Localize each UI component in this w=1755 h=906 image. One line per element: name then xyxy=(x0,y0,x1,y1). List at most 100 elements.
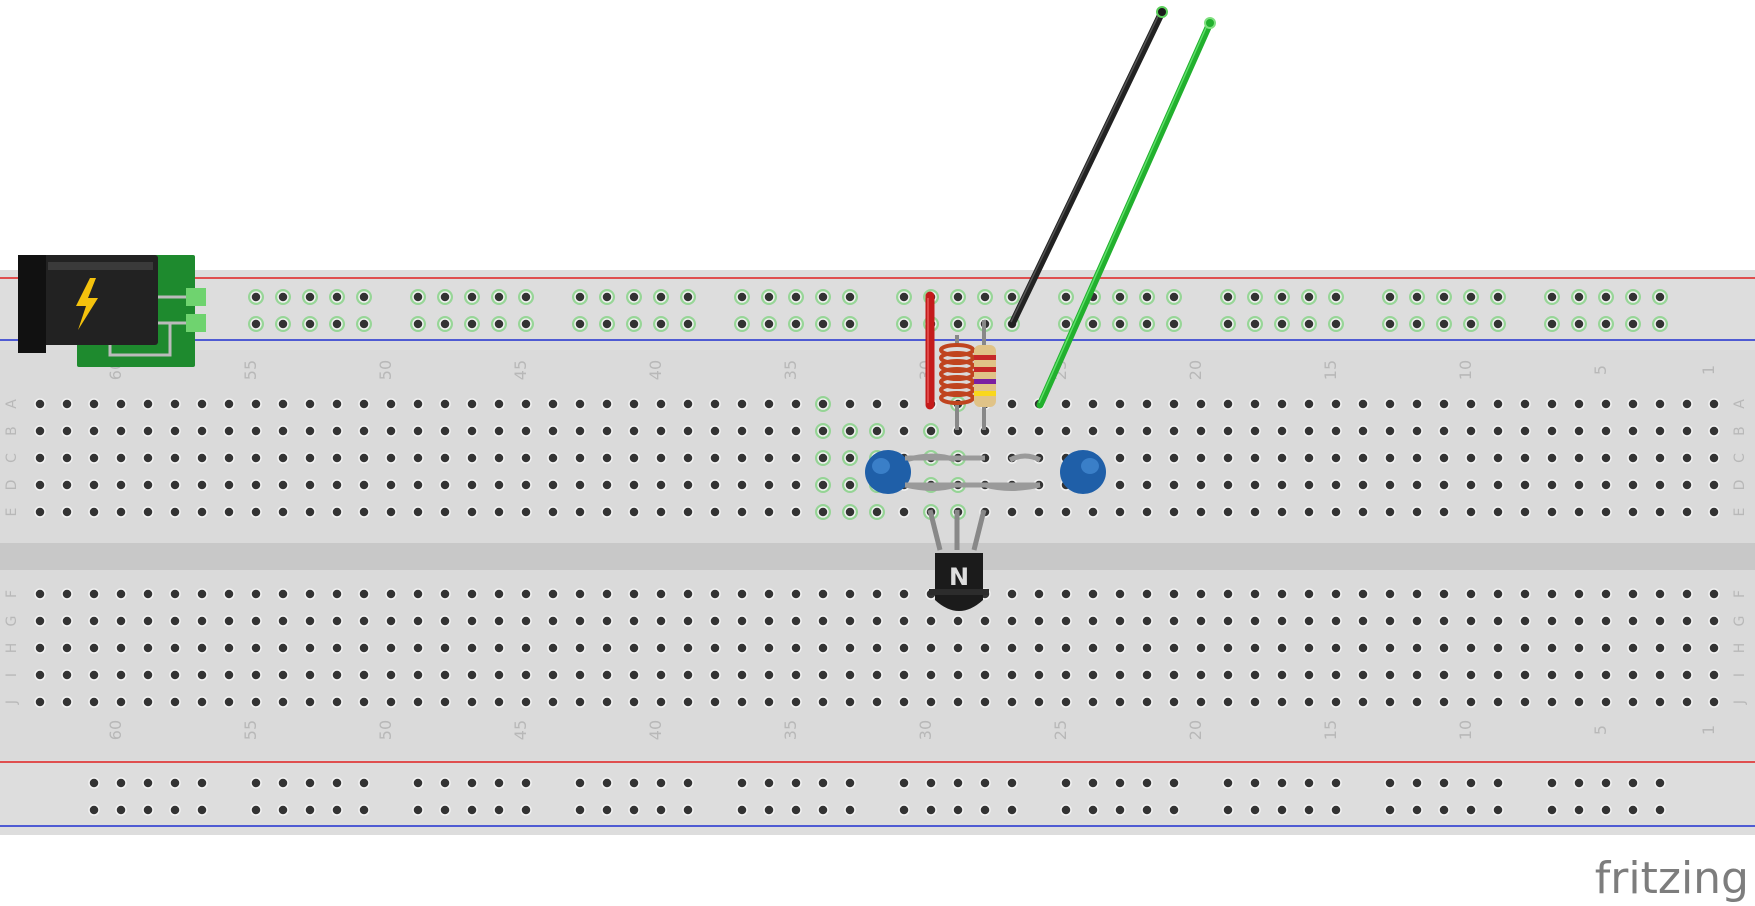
terminal-hole[interactable] xyxy=(196,669,208,681)
terminal-hole[interactable] xyxy=(871,588,883,600)
terminal-hole[interactable] xyxy=(601,588,613,600)
terminal-hole[interactable] xyxy=(628,452,640,464)
rail-hole[interactable] xyxy=(1249,318,1261,330)
terminal-hole[interactable] xyxy=(817,425,829,437)
terminal-hole[interactable] xyxy=(1438,615,1450,627)
rail-hole[interactable] xyxy=(142,777,154,789)
terminal-hole[interactable] xyxy=(1708,642,1720,654)
rail-hole[interactable] xyxy=(439,291,451,303)
terminal-hole[interactable] xyxy=(277,425,289,437)
terminal-hole[interactable] xyxy=(736,479,748,491)
terminal-hole[interactable] xyxy=(61,669,73,681)
terminal-hole[interactable] xyxy=(1627,425,1639,437)
terminal-hole[interactable] xyxy=(709,642,721,654)
terminal-hole[interactable] xyxy=(1195,588,1207,600)
rail-hole[interactable] xyxy=(412,318,424,330)
terminal-hole[interactable] xyxy=(763,615,775,627)
rail-hole[interactable] xyxy=(439,318,451,330)
terminal-hole[interactable] xyxy=(1681,696,1693,708)
terminal-hole[interactable] xyxy=(385,398,397,410)
terminal-hole[interactable] xyxy=(628,669,640,681)
rail-hole[interactable] xyxy=(1654,804,1666,816)
terminal-hole[interactable] xyxy=(358,588,370,600)
rail-hole[interactable] xyxy=(1303,318,1315,330)
terminal-hole[interactable] xyxy=(1627,696,1639,708)
terminal-hole[interactable] xyxy=(709,615,721,627)
terminal-hole[interactable] xyxy=(1006,642,1018,654)
terminal-hole[interactable] xyxy=(1600,642,1612,654)
terminal-hole[interactable] xyxy=(1168,588,1180,600)
terminal-hole[interactable] xyxy=(223,452,235,464)
terminal-hole[interactable] xyxy=(250,425,262,437)
terminal-hole[interactable] xyxy=(1627,642,1639,654)
terminal-hole[interactable] xyxy=(1060,669,1072,681)
rail-hole[interactable] xyxy=(817,777,829,789)
rail-hole[interactable] xyxy=(601,777,613,789)
terminal-hole[interactable] xyxy=(790,425,802,437)
terminal-hole[interactable] xyxy=(1465,615,1477,627)
terminal-hole[interactable] xyxy=(601,479,613,491)
terminal-hole[interactable] xyxy=(601,669,613,681)
terminal-hole[interactable] xyxy=(1168,642,1180,654)
terminal-hole[interactable] xyxy=(817,588,829,600)
terminal-hole[interactable] xyxy=(169,506,181,518)
terminal-hole[interactable] xyxy=(1303,398,1315,410)
terminal-hole[interactable] xyxy=(1573,588,1585,600)
rail-hole[interactable] xyxy=(493,318,505,330)
terminal-hole[interactable] xyxy=(844,479,856,491)
terminal-hole[interactable] xyxy=(1465,588,1477,600)
terminal-hole[interactable] xyxy=(1627,452,1639,464)
terminal-hole[interactable] xyxy=(1006,425,1018,437)
terminal-hole[interactable] xyxy=(466,479,478,491)
terminal-hole[interactable] xyxy=(493,588,505,600)
terminal-hole[interactable] xyxy=(1492,615,1504,627)
terminal-hole[interactable] xyxy=(1465,506,1477,518)
terminal-hole[interactable] xyxy=(358,615,370,627)
terminal-hole[interactable] xyxy=(1276,588,1288,600)
terminal-hole[interactable] xyxy=(1168,696,1180,708)
rail-hole[interactable] xyxy=(682,777,694,789)
terminal-hole[interactable] xyxy=(412,425,424,437)
terminal-hole[interactable] xyxy=(304,452,316,464)
terminal-hole[interactable] xyxy=(1600,452,1612,464)
terminal-hole[interactable] xyxy=(358,452,370,464)
rail-hole[interactable] xyxy=(1573,318,1585,330)
terminal-hole[interactable] xyxy=(1546,398,1558,410)
rail-hole[interactable] xyxy=(277,804,289,816)
terminal-hole[interactable] xyxy=(1141,642,1153,654)
terminal-hole[interactable] xyxy=(1087,615,1099,627)
terminal-hole[interactable] xyxy=(196,642,208,654)
terminal-hole[interactable] xyxy=(1033,669,1045,681)
terminal-hole[interactable] xyxy=(547,615,559,627)
terminal-hole[interactable] xyxy=(763,642,775,654)
terminal-hole[interactable] xyxy=(817,398,829,410)
terminal-hole[interactable] xyxy=(277,696,289,708)
terminal-hole[interactable] xyxy=(709,669,721,681)
rail-hole[interactable] xyxy=(790,804,802,816)
terminal-hole[interactable] xyxy=(1006,615,1018,627)
terminal-hole[interactable] xyxy=(223,506,235,518)
rail-hole[interactable] xyxy=(1087,804,1099,816)
rail-hole[interactable] xyxy=(1060,318,1072,330)
terminal-hole[interactable] xyxy=(1438,588,1450,600)
black-wire[interactable] xyxy=(1008,6,1168,328)
terminal-hole[interactable] xyxy=(1060,506,1072,518)
terminal-hole[interactable] xyxy=(1384,425,1396,437)
terminal-hole[interactable] xyxy=(304,506,316,518)
terminal-hole[interactable] xyxy=(520,588,532,600)
rail-hole[interactable] xyxy=(1087,318,1099,330)
terminal-hole[interactable] xyxy=(1519,398,1531,410)
terminal-hole[interactable] xyxy=(1114,669,1126,681)
rail-hole[interactable] xyxy=(1546,777,1558,789)
terminal-hole[interactable] xyxy=(574,506,586,518)
terminal-hole[interactable] xyxy=(1411,642,1423,654)
terminal-hole[interactable] xyxy=(1060,642,1072,654)
rail-hole[interactable] xyxy=(1600,318,1612,330)
terminal-hole[interactable] xyxy=(88,588,100,600)
terminal-hole[interactable] xyxy=(1573,452,1585,464)
terminal-hole[interactable] xyxy=(844,696,856,708)
terminal-hole[interactable] xyxy=(34,479,46,491)
terminal-hole[interactable] xyxy=(1357,479,1369,491)
terminal-hole[interactable] xyxy=(358,398,370,410)
terminal-hole[interactable] xyxy=(1573,425,1585,437)
